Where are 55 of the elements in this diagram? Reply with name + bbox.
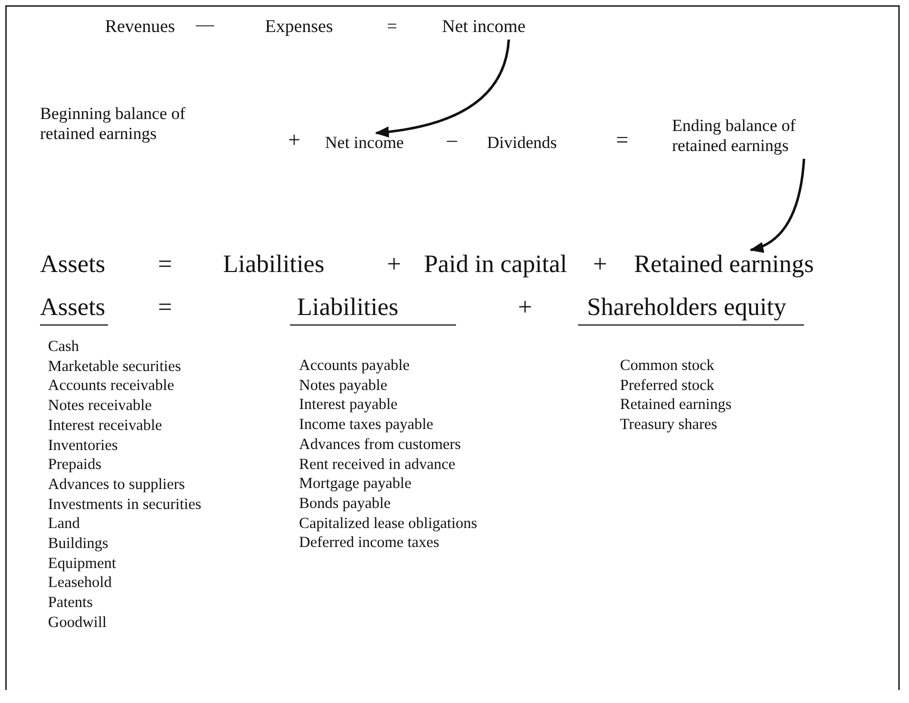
account-name: Goodwill: [48, 614, 107, 632]
curved-arrow: [750, 158, 806, 252]
formula-term: Expenses: [265, 16, 333, 38]
formula-term: Paid in capital: [424, 250, 568, 280]
account-name: Prepaids: [48, 456, 102, 475]
formula-term: Liabilities: [297, 293, 398, 323]
formula-term: Ending balance of retained earnings: [672, 116, 837, 157]
formula-term: Assets: [40, 293, 106, 323]
formula-term: +: [593, 250, 608, 280]
formula-term: —: [196, 14, 214, 36]
account-name: Notes payable: [299, 376, 388, 396]
formula-term: =: [387, 16, 398, 38]
account-name: Equipment: [48, 554, 116, 574]
account-name: Investments in securities: [48, 496, 202, 514]
account-name: Deferred income taxes: [299, 534, 440, 553]
formula-term: +: [288, 127, 300, 154]
formula-term: Retained earnings: [634, 250, 814, 280]
account-name: Accounts payable: [299, 357, 410, 376]
account-name: Buildings: [48, 535, 108, 554]
account-name: Leasehold: [48, 574, 112, 593]
formula-term: Net income: [442, 16, 526, 38]
account-name: Bonds payable: [299, 494, 391, 514]
formula-term: Beginning balance of retained earnings: [40, 104, 186, 145]
account-name: Land: [48, 515, 80, 534]
formula-term: Revenues: [105, 16, 175, 38]
formula-term: Liabilities: [223, 250, 324, 280]
account-name: Income taxes payable: [299, 416, 434, 435]
formula-term: =: [616, 127, 628, 154]
account-name: Rent received in advance: [299, 456, 456, 474]
formula-term: =: [158, 293, 172, 323]
account-name: Cash: [48, 338, 79, 357]
account-name: Notes receivable: [48, 397, 152, 416]
account-name: Treasury shares: [620, 416, 718, 435]
account-name: Capitalized lease obligations: [299, 514, 478, 534]
formula-term: =: [158, 250, 172, 280]
account-name: Accounts receivable: [48, 377, 174, 396]
account-name: Patents: [48, 594, 93, 613]
formula-term: +: [518, 293, 532, 323]
account-name: Retained earnings: [620, 396, 732, 415]
formula-term: +: [387, 250, 402, 280]
formula-term: –: [447, 128, 457, 152]
account-name: Inventories: [48, 436, 118, 456]
account-name: Preferred stock: [620, 376, 714, 396]
account-name: Marketable securities: [48, 358, 181, 376]
formula-term: Net income: [325, 133, 404, 154]
curved-arrow: [374, 39, 510, 138]
account-name: Mortgage payable: [299, 475, 412, 494]
account-name: Common stock: [620, 357, 714, 376]
formula-term: Assets: [40, 250, 106, 280]
account-name: Advances from customers: [299, 436, 461, 454]
formula-term: Dividends: [487, 133, 557, 154]
account-name: Interest receivable: [48, 416, 162, 436]
formula-term: Shareholders equity: [587, 293, 786, 323]
account-name: Advances to suppliers: [48, 476, 185, 494]
account-name: Interest payable: [299, 396, 398, 415]
